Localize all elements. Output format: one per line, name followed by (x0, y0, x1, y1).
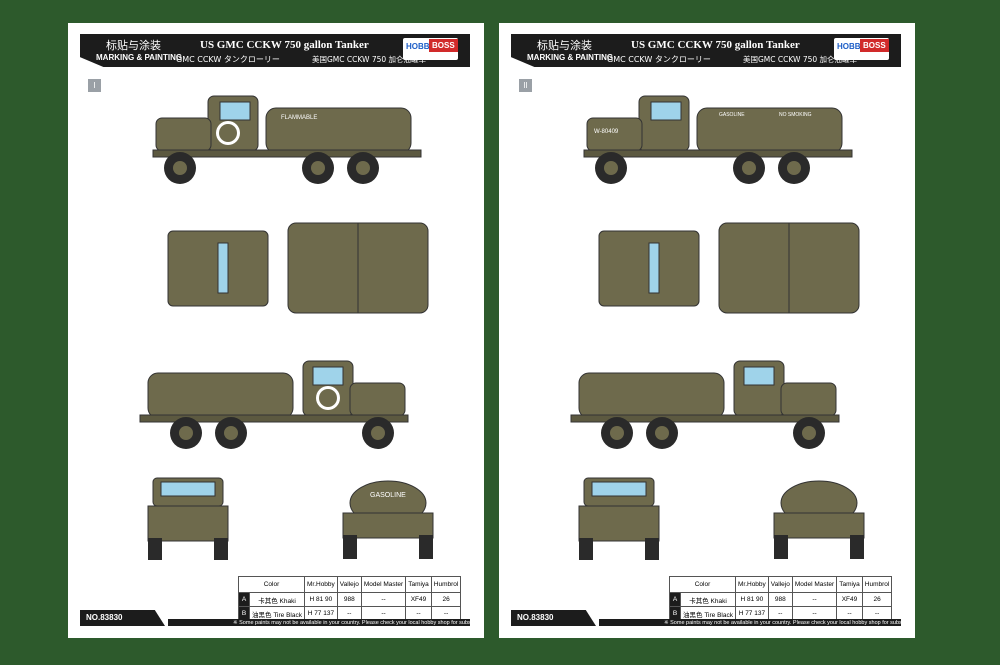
model-title: US GMC CCKW 750 gallon Tanker (200, 39, 369, 51)
truck-side-view: W-80409 GASOLINE NO SMOKING (583, 95, 853, 184)
truck-top-view (167, 222, 429, 314)
svg-text:NO SMOKING: NO SMOKING (779, 112, 812, 118)
serial-text: W-80409 (594, 129, 619, 135)
truck-rear-view: GASOLINE (342, 480, 434, 559)
sheet-header: 标贴与涂装 MARKING & PAINTING US GMC CCKW 750… (511, 34, 901, 67)
gasoline-text: GASOLINE (370, 492, 406, 499)
truck-side-view-left (139, 360, 409, 449)
flammable-text: FLAMMABLE (281, 115, 317, 121)
sheet-header: 标贴与涂装 MARKING & PAINTING US GMC CCKW 750… (80, 34, 470, 67)
instruction-sheet-2: 标贴与涂装 MARKING & PAINTING US GMC CCKW 750… (499, 23, 915, 638)
footer-bar (599, 619, 901, 626)
footnote: ※ Some paints may not be available in yo… (664, 620, 914, 626)
truck-side-view-left (570, 360, 840, 449)
truck-rear-view (773, 480, 865, 559)
truck-front-view (147, 477, 229, 560)
truck-side-view: FLAMMABLE (152, 95, 422, 184)
product-number-tab: NO.83830 (511, 610, 596, 626)
scheme-number: I (88, 79, 101, 92)
footer-bar (168, 619, 470, 626)
scheme-number: II (519, 79, 532, 92)
product-number-tab: NO.83830 (80, 610, 165, 626)
header-en-title: MARKING & PAINTING (96, 53, 183, 62)
instruction-sheet-1: 标贴与涂装 MARKING & PAINTING US GMC CCKW 750… (68, 23, 484, 638)
cn-model-title: 美国GMC CCKW 750 加仑油罐车 (312, 55, 427, 64)
truck-front-view (578, 477, 660, 560)
truck-top-view (598, 222, 860, 314)
svg-text:GASOLINE: GASOLINE (719, 112, 745, 118)
footnote: ※ Some paints may not be available in yo… (233, 620, 483, 626)
jp-title: GMC CCKW タンクローリー (176, 55, 280, 64)
header-cn-title: 标贴与涂装 (106, 39, 161, 52)
